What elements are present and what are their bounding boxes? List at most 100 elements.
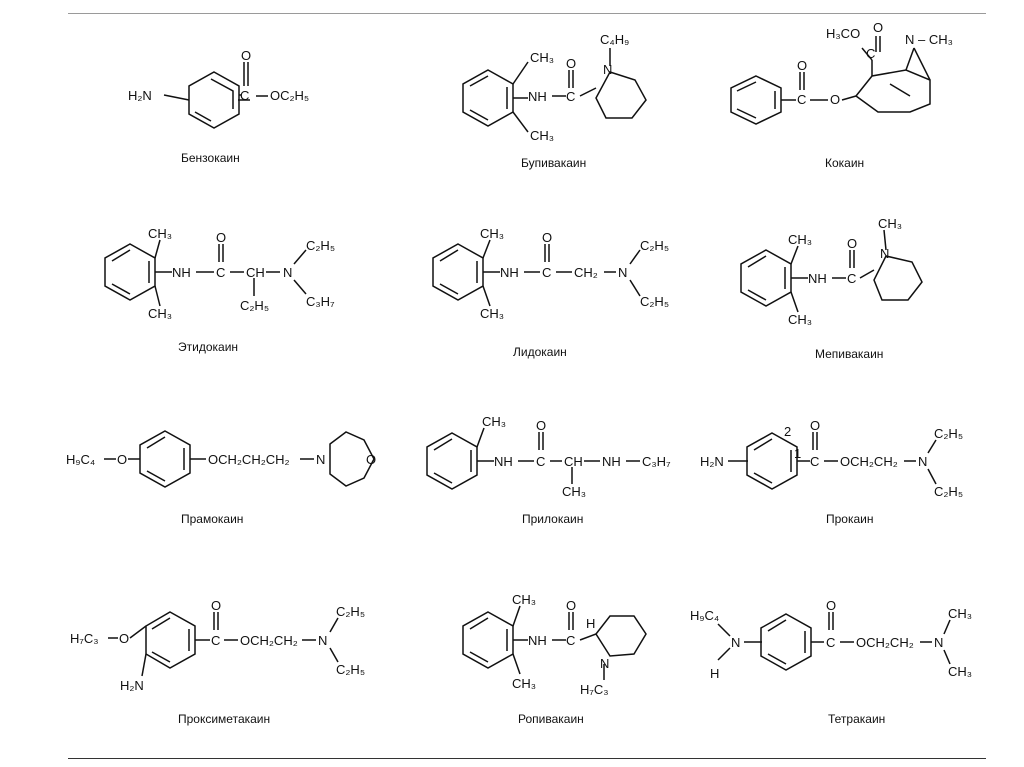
ring-double-bond: [146, 436, 166, 449]
bond: [293, 279, 307, 295]
ring-double-bond: [146, 470, 166, 482]
benzene-ring: [104, 243, 156, 301]
benzene-ring: [746, 432, 798, 490]
ring-double-bond: [439, 283, 459, 295]
cocaine-ether-o: O: [830, 92, 840, 107]
morpholine-ring: [329, 431, 375, 487]
bond: [482, 239, 491, 259]
bond: [927, 439, 937, 454]
piperidine-ring: [595, 71, 647, 119]
ropivacaine-carbon: C: [566, 633, 575, 648]
bond: [883, 229, 887, 251]
bupivacaine-amide: NH: [528, 89, 547, 104]
ring-double-bond: [433, 438, 453, 451]
proxymetacaine-n: N: [318, 633, 327, 648]
proxymetacaine-amine: H₂N: [120, 678, 144, 693]
proxymetacaine-carbon: C: [211, 633, 220, 648]
etidocaine-ethyl-top: C₂H₅: [306, 238, 335, 253]
benzocaine-carbonyl-o: O: [241, 48, 251, 63]
caption-ropivacaine: Ропивакаин: [518, 712, 584, 726]
ring-double-bond: [767, 619, 787, 632]
cocaine-structure: [730, 36, 931, 125]
bond: [927, 468, 937, 485]
cocaine-methoxy: H₃CO: [826, 26, 860, 41]
lidocaine-carbonyl-o: O: [542, 230, 552, 245]
bond: [476, 427, 485, 448]
bond: [859, 269, 875, 279]
lidocaine-methyl-bottom: CH₃: [480, 306, 504, 321]
ropivacaine-ring-n: N: [600, 656, 609, 671]
benzene-ring: [139, 430, 191, 488]
mepivacaine-amide: NH: [808, 271, 827, 286]
ropivacaine-methyl-top: CH₃: [512, 592, 536, 607]
proxymetacaine-ethyl-bottom: C₂H₅: [336, 662, 365, 677]
piperidine-ring: [595, 615, 647, 657]
caption-mepivacaine: Мепивакаин: [815, 347, 883, 361]
ropivacaine-chiral-h: H: [586, 616, 595, 631]
tetracaine-carbonyl-o: O: [826, 598, 836, 613]
etidocaine-n: N: [283, 265, 292, 280]
bupivacaine-ring-n: N: [603, 62, 612, 77]
mepivacaine-structure: [740, 229, 923, 313]
benzene-ring: [462, 69, 514, 127]
mepivacaine-ring-n: N: [880, 246, 889, 261]
bupivacaine-carbon: C: [566, 89, 575, 104]
prilocaine-carbon: C: [536, 454, 545, 469]
etidocaine-structure: [104, 239, 307, 307]
bond: [129, 625, 147, 639]
top-divider: [68, 13, 986, 14]
ring-double-bond: [210, 78, 234, 109]
ring-double-bond: [736, 81, 757, 92]
bond: [141, 653, 147, 677]
ropivacaine-n-propyl: H₇C₃: [580, 682, 609, 697]
bond: [943, 649, 951, 665]
bond: [329, 617, 339, 633]
procaine-ethyl-bottom: C₂H₅: [934, 484, 963, 499]
proxymetacaine-carbonyl-o: O: [211, 598, 221, 613]
benzene-ring: [145, 611, 196, 669]
bupivacaine-structure: [462, 48, 647, 133]
benzocaine-carbon: C: [240, 88, 249, 103]
bond: [154, 239, 161, 259]
caption-proxymetacaine: Проксиметакаин: [178, 712, 270, 726]
bupivacaine-carbonyl-o: O: [566, 56, 576, 71]
bond: [512, 653, 521, 675]
benzene-ring: [426, 432, 478, 490]
procaine-n: N: [918, 454, 927, 469]
tetracaine-butyl: H₉C₄: [690, 608, 719, 623]
cocaine-ester-o: O: [873, 20, 883, 35]
caption-bupivacaine: Бупивакаин: [521, 156, 586, 170]
bond: [154, 285, 161, 307]
ring-double-bond: [469, 617, 489, 630]
pramocaine-ether-o: O: [117, 452, 127, 467]
caption-prilocaine: Прилокаин: [522, 512, 583, 526]
prilocaine-structure: [426, 427, 640, 490]
pramocaine-structure: [104, 430, 375, 488]
bupivacaine-methyl-top: CH₃: [530, 50, 554, 65]
prilocaine-ch: CH: [564, 454, 583, 469]
lidocaine-ethyl-top: C₂H₅: [640, 238, 669, 253]
proxymetacaine-chain: OCH₂CH₂: [240, 633, 298, 648]
procaine-carbonyl-o: O: [810, 418, 820, 433]
prilocaine-propyl: C₃H₇: [642, 454, 671, 469]
mepivacaine-carbonyl-o: O: [847, 236, 857, 251]
bond: [512, 111, 529, 133]
bond: [579, 87, 597, 97]
tetracaine-carbon: C: [826, 635, 835, 650]
ropivacaine-structure: [462, 605, 647, 680]
etidocaine-amide: NH: [172, 265, 191, 280]
ring-double-bond: [111, 249, 131, 262]
caption-lidocaine: Лидокаин: [513, 345, 567, 359]
ring-double-bond: [469, 109, 489, 121]
ring-double-bond: [194, 111, 212, 122]
ring-double-bond: [469, 651, 489, 663]
caption-benzocaine: Бензокаин: [181, 151, 240, 165]
etidocaine-propyl: C₃H₇: [306, 294, 335, 309]
benzene-ring: [462, 611, 514, 669]
mepivacaine-carbon: C: [847, 271, 856, 286]
caption-cocaine: Кокаин: [825, 156, 864, 170]
tetracaine-structure: [717, 612, 951, 671]
bond: [905, 47, 915, 71]
mepivacaine-methyl-bottom: CH₃: [788, 312, 812, 327]
